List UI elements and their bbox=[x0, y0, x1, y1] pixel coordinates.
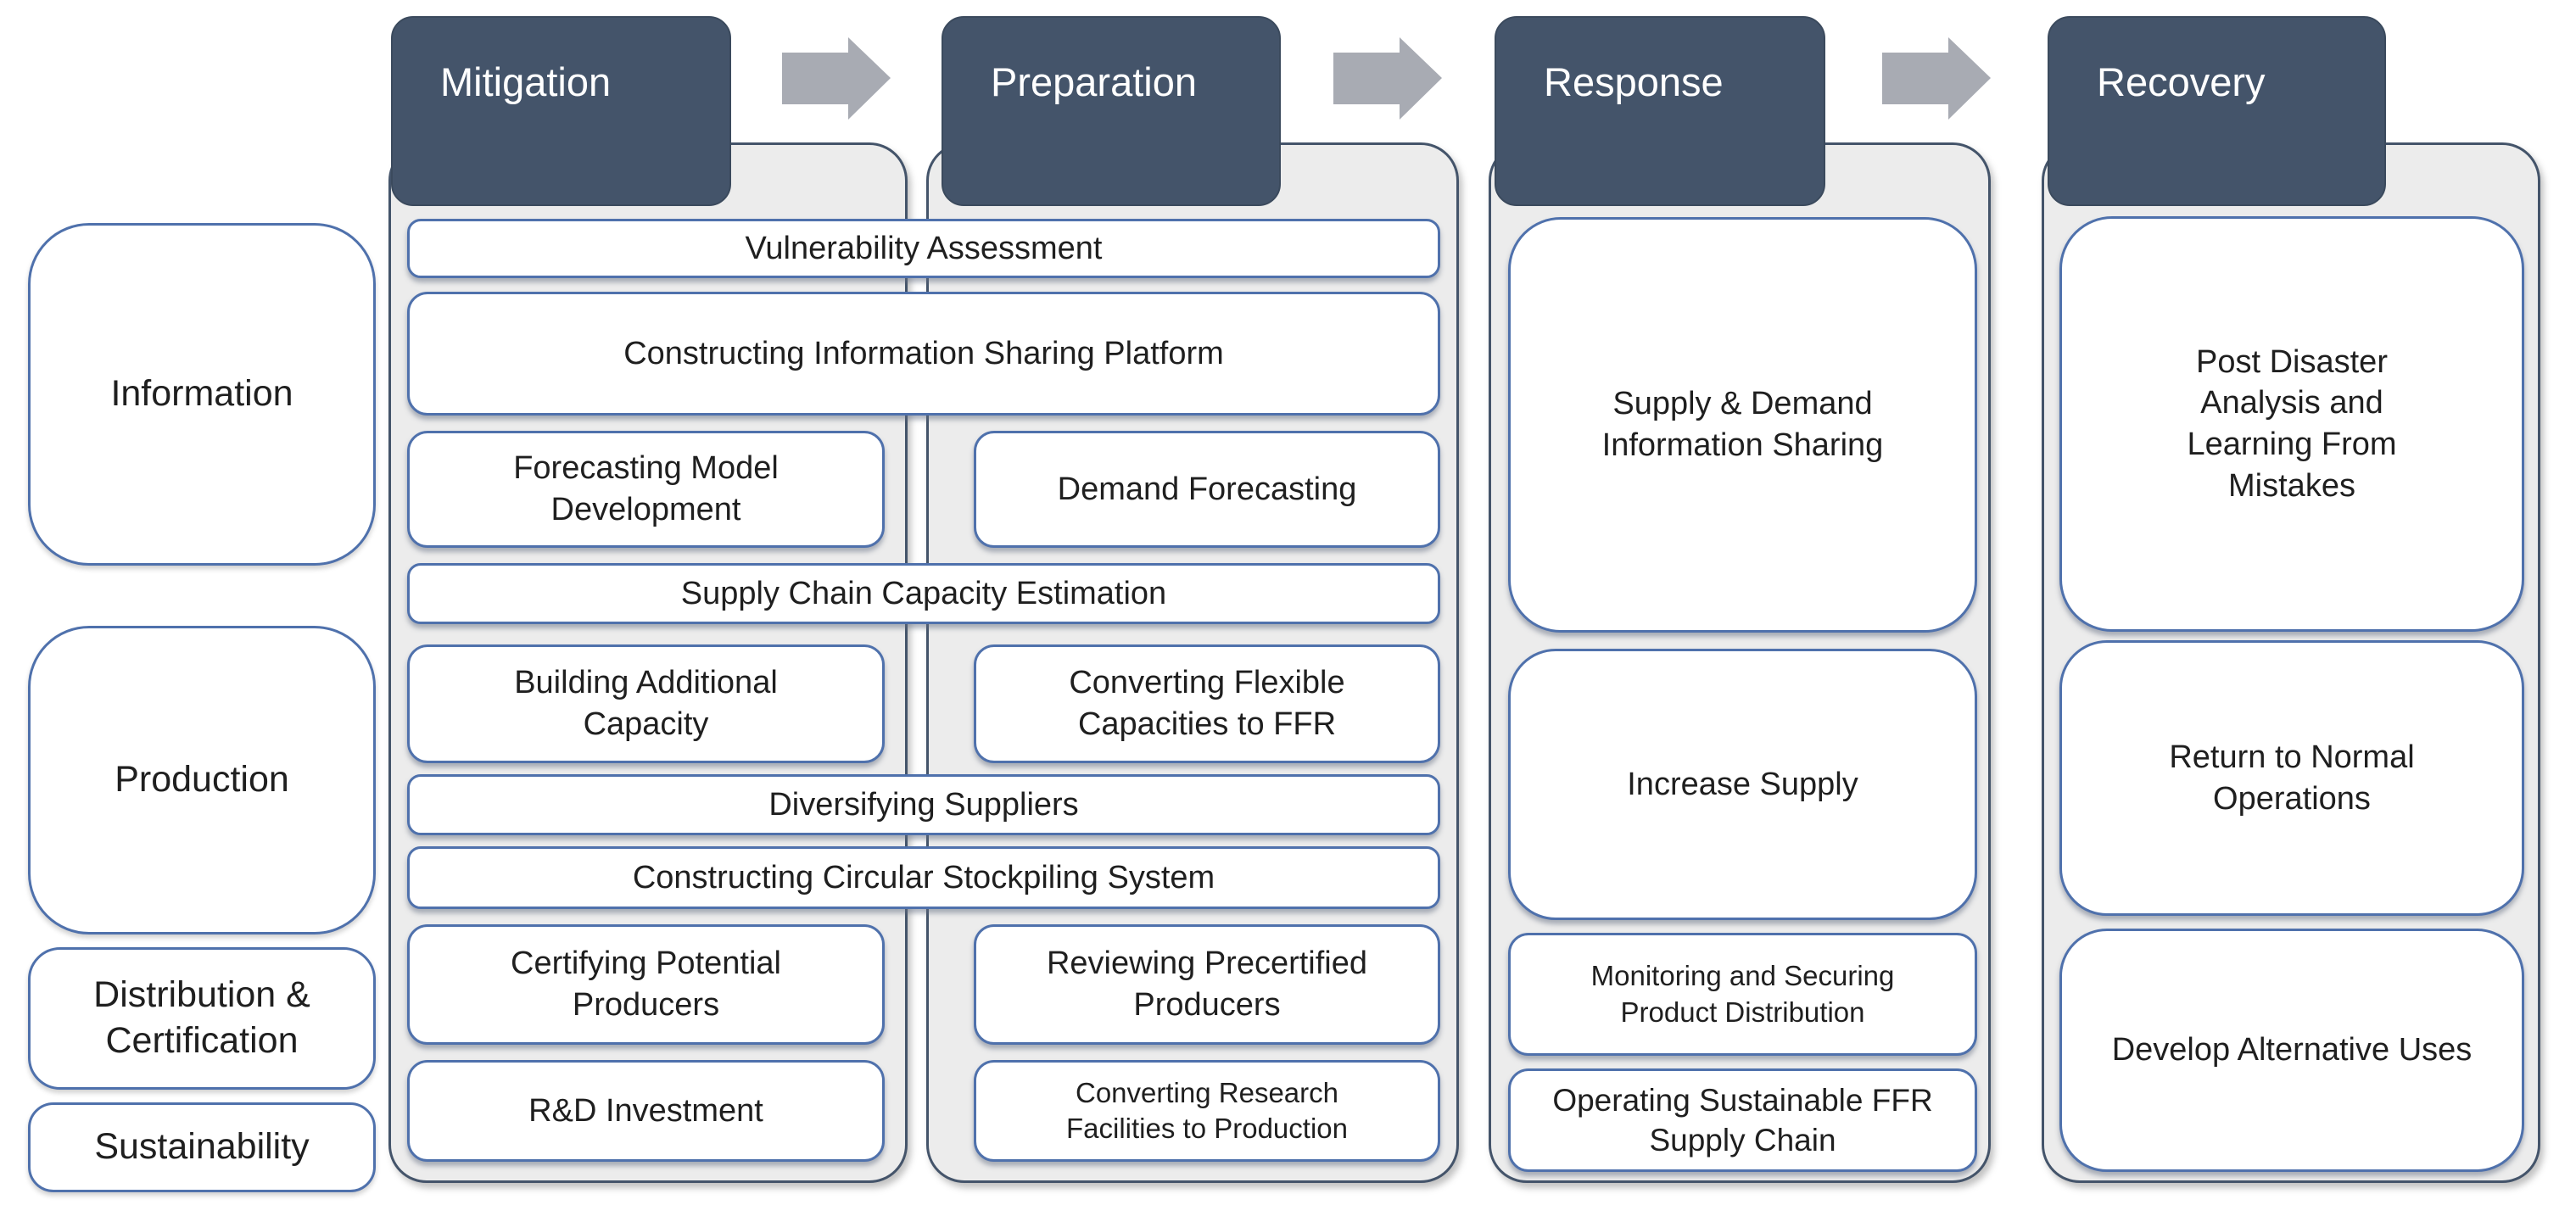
activity-supply-demand-information-sharing: Supply & Demand Information Sharing bbox=[1508, 217, 1977, 633]
activity-forecasting-model-development: Forecasting Model Development bbox=[407, 431, 885, 548]
activity-label: Supply & Demand Information Sharing bbox=[1601, 386, 1884, 463]
activity-label: Return to Normal Operations bbox=[2169, 739, 2415, 817]
activity-converting-flexible-capacities: Converting Flexible Capacities to FFR bbox=[974, 644, 1440, 763]
arrow-right-icon bbox=[1333, 37, 1442, 120]
activity-label: Vulnerability Assessment bbox=[745, 230, 1103, 266]
activity-circular-stockpiling-system: Constructing Circular Stockpiling System bbox=[407, 846, 1440, 909]
phase-header-response: Response bbox=[1495, 16, 1825, 206]
activity-certifying-potential-producers: Certifying Potential Producers bbox=[407, 924, 885, 1045]
activity-label: Monitoring and Securing Product Distribu… bbox=[1590, 960, 1895, 1028]
activity-operating-sustainable-ffr: Operating Sustainable FFR Supply Chain bbox=[1508, 1068, 1977, 1172]
activity-monitoring-product-distribution: Monitoring and Securing Product Distribu… bbox=[1508, 933, 1977, 1056]
activity-label: Supply Chain Capacity Estimation bbox=[680, 575, 1167, 611]
activity-label: Develop Alternative Uses bbox=[2111, 1032, 2473, 1068]
activity-diversifying-suppliers: Diversifying Suppliers bbox=[407, 774, 1440, 835]
phase-label: Recovery bbox=[2097, 59, 2266, 104]
activity-vulnerability-assessment: Vulnerability Assessment bbox=[407, 219, 1440, 278]
activity-label: Reviewing Precertified Producers bbox=[1046, 946, 1368, 1023]
activity-label: Increase Supply bbox=[1627, 766, 1858, 802]
phase-label: Mitigation bbox=[440, 59, 612, 104]
activity-label: Building Additional Capacity bbox=[514, 665, 778, 742]
phase-header-recovery: Recovery bbox=[2048, 16, 2386, 206]
activity-label: Operating Sustainable FFR Supply Chain bbox=[1552, 1082, 1933, 1158]
activity-reviewing-precertified-producers: Reviewing Precertified Producers bbox=[974, 924, 1440, 1045]
activity-demand-forecasting: Demand Forecasting bbox=[974, 431, 1440, 548]
category-information: Information bbox=[28, 223, 376, 566]
phase-header-preparation: Preparation bbox=[942, 16, 1281, 206]
activity-post-disaster-analysis: Post Disaster Analysis and Learning From… bbox=[2059, 216, 2524, 632]
category-label: Sustainability bbox=[94, 1126, 310, 1168]
activity-label: Diversifying Suppliers bbox=[768, 786, 1079, 823]
activity-develop-alternative-uses: Develop Alternative Uses bbox=[2059, 929, 2524, 1172]
activity-label: Forecasting Model Development bbox=[513, 450, 779, 527]
phase-label: Preparation bbox=[991, 59, 1197, 104]
activity-label: Certifying Potential Producers bbox=[511, 946, 781, 1023]
phase-header-mitigation: Mitigation bbox=[391, 16, 731, 206]
activity-converting-research-facilities: Converting Research Facilities to Produc… bbox=[974, 1060, 1440, 1162]
arrow-right-icon bbox=[782, 37, 891, 120]
phase-label: Response bbox=[1544, 59, 1724, 104]
activity-rd-investment: R&D Investment bbox=[407, 1060, 885, 1162]
arrow-right-icon bbox=[1882, 37, 1991, 120]
activity-building-additional-capacity: Building Additional Capacity bbox=[407, 644, 885, 763]
activity-increase-supply: Increase Supply bbox=[1508, 649, 1977, 920]
activity-label: Converting Research Facilities to Produc… bbox=[1066, 1076, 1348, 1144]
category-label: Information bbox=[110, 373, 293, 415]
category-label: Production bbox=[115, 759, 289, 801]
activity-return-to-normal: Return to Normal Operations bbox=[2059, 640, 2524, 916]
category-label: Distribution & Certification bbox=[93, 974, 310, 1061]
activity-information-sharing-platform: Constructing Information Sharing Platfor… bbox=[407, 292, 1440, 416]
category-sustainability: Sustainability bbox=[28, 1102, 376, 1192]
activity-label: Constructing Information Sharing Platfor… bbox=[623, 335, 1224, 371]
activity-supply-chain-capacity-estimation: Supply Chain Capacity Estimation bbox=[407, 563, 1440, 624]
category-production: Production bbox=[28, 626, 376, 934]
activity-label: Demand Forecasting bbox=[1057, 471, 1357, 507]
activity-label: Post Disaster Analysis and Learning From… bbox=[2187, 343, 2397, 504]
activity-label: Constructing Circular Stockpiling System bbox=[632, 859, 1215, 895]
activity-label: R&D Investment bbox=[528, 1092, 763, 1129]
activity-label: Converting Flexible Capacities to FFR bbox=[1069, 665, 1345, 742]
category-distribution-certification: Distribution & Certification bbox=[28, 947, 376, 1090]
